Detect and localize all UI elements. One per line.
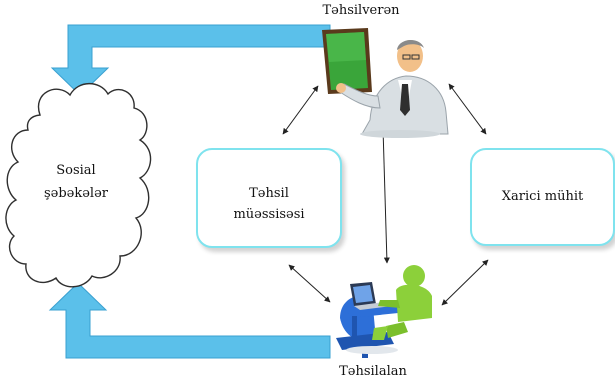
environment-box: Xarici mühit <box>470 148 615 246</box>
cloud-label-line2: şəbəkələr <box>43 186 109 201</box>
connector-teacher-student <box>380 127 390 264</box>
student-label: Təhsilalan <box>339 364 407 379</box>
student-at-laptop-icon <box>336 265 432 358</box>
cloud-label-line1: Sosial <box>56 163 96 178</box>
connector-teacher-environment <box>448 83 487 135</box>
teacher-label: Təhsilverən <box>322 3 400 18</box>
top-flow-arrow <box>50 24 331 96</box>
institution-label-line2: müəssisəsi <box>233 207 305 222</box>
teacher-at-chalkboard-icon <box>322 28 449 138</box>
environment-label: Xarici mühit <box>501 189 584 204</box>
social-networks-cloud <box>5 82 152 288</box>
connector-teacher-institution <box>282 85 319 135</box>
institution-label-line1: Təhsil <box>249 186 289 201</box>
connector-environment-student <box>441 259 489 306</box>
bottom-flow-arrow <box>48 282 331 359</box>
institution-box: Təhsil müəssisəsi <box>196 148 342 248</box>
connector-institution-student <box>288 264 331 303</box>
